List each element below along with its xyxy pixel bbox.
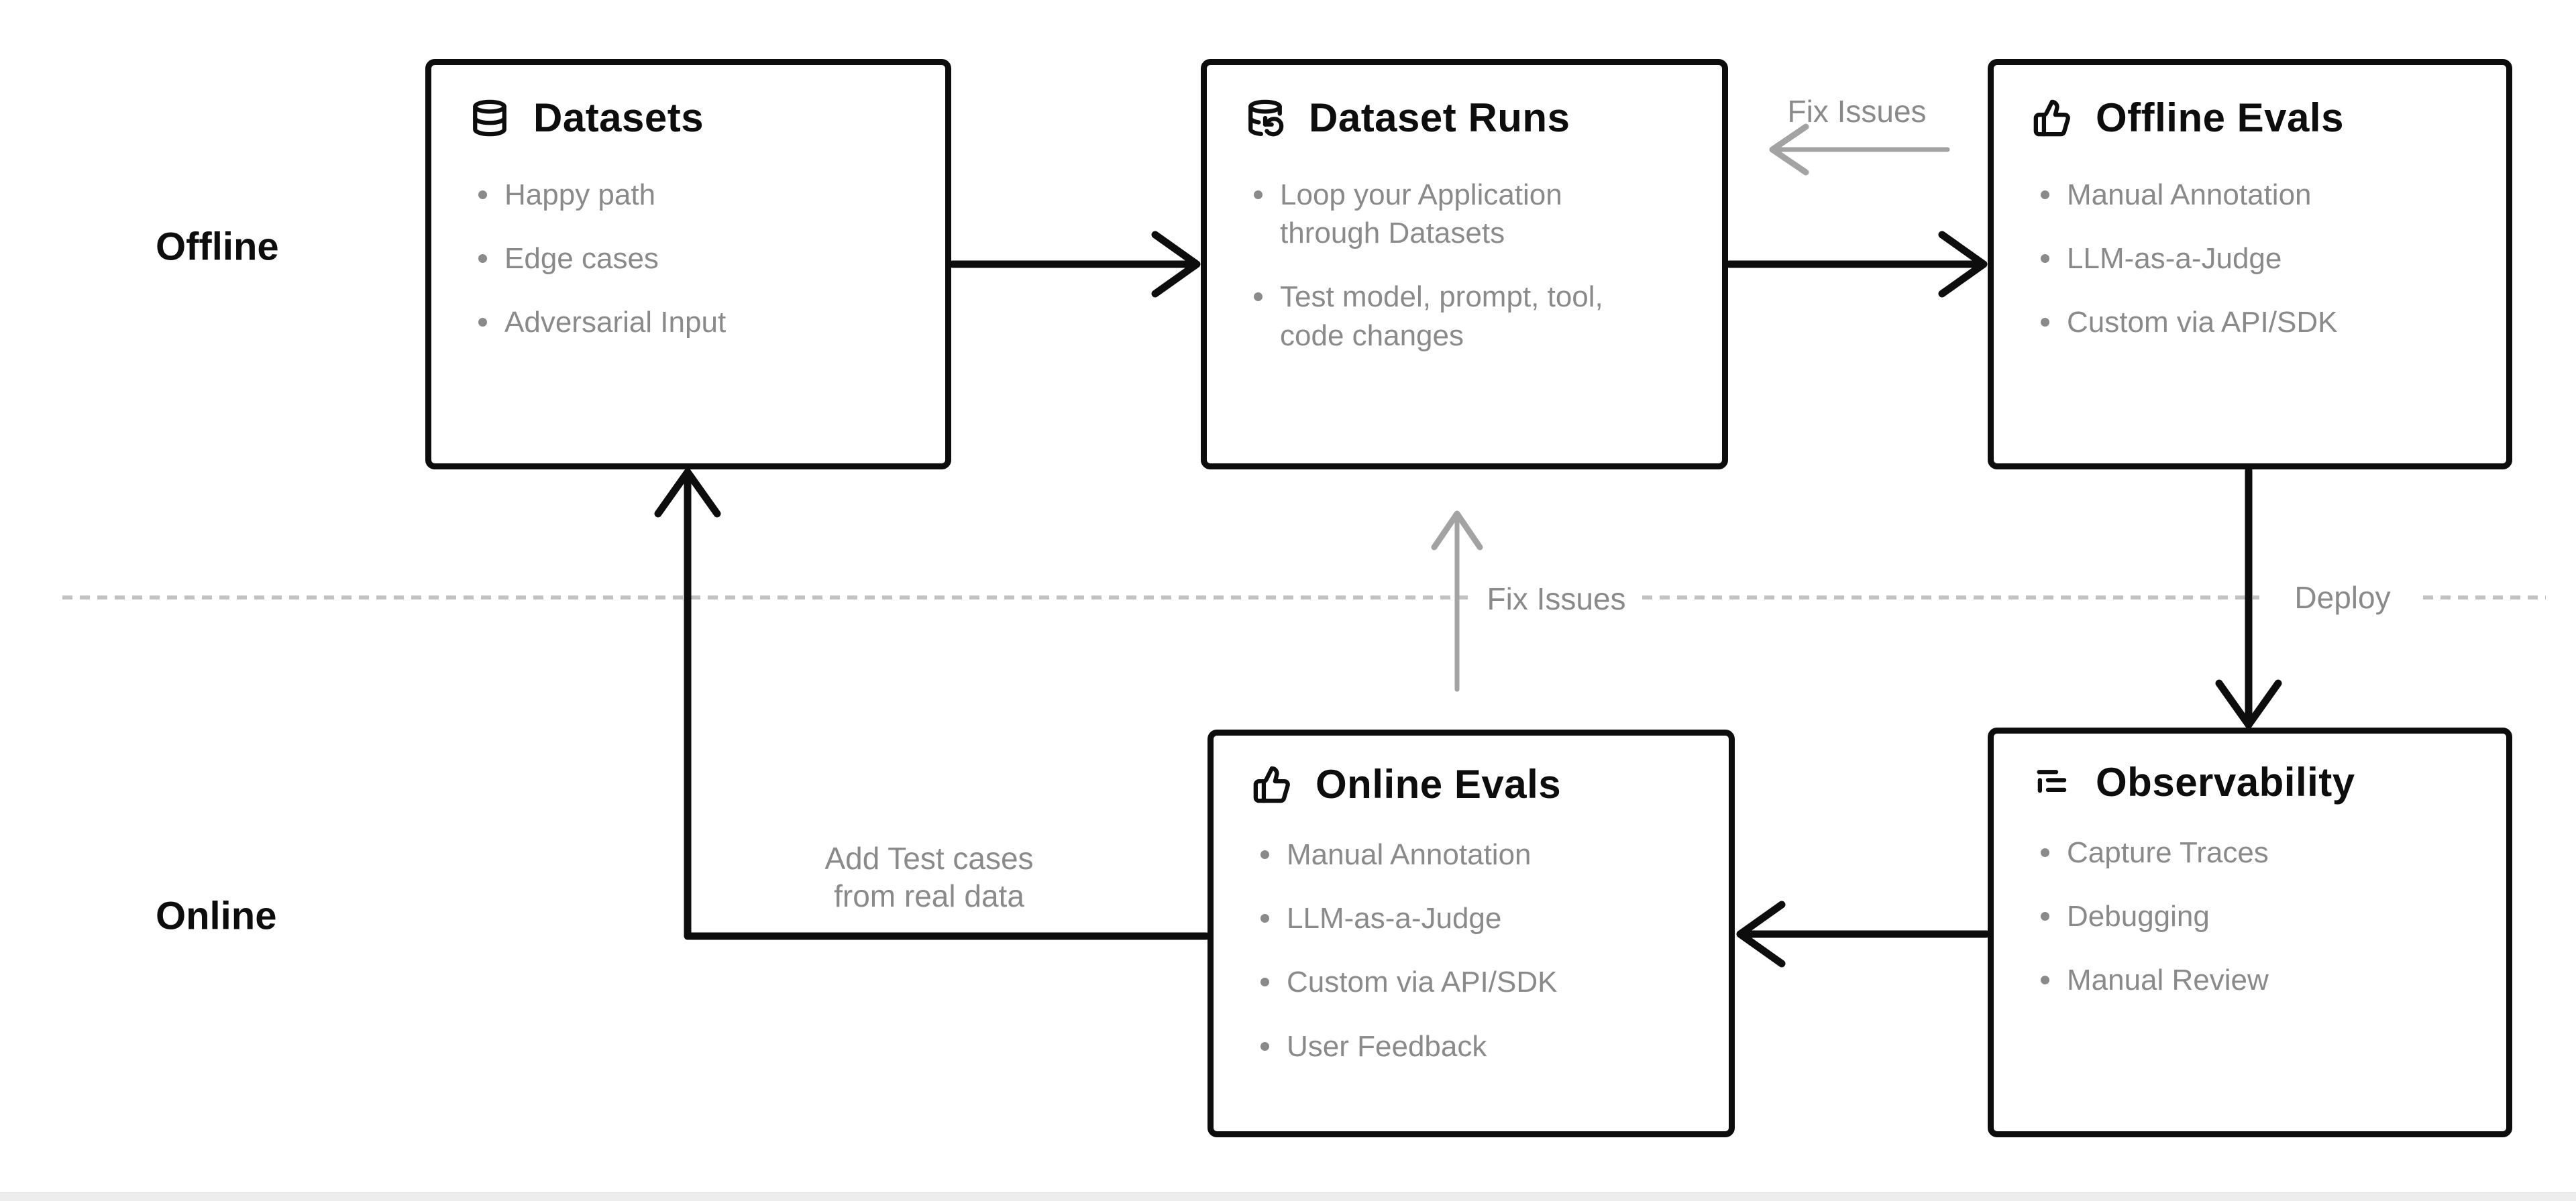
bullet-dot (2041, 976, 2049, 985)
bullet-dot (2041, 190, 2049, 199)
bullet-dot (478, 318, 487, 327)
dataset-runs-list: Loop your Application through Datasets T… (1246, 176, 1683, 355)
dataset-runs-card: Dataset Runs Loop your Application throu… (1201, 59, 1728, 469)
online-section-label: Online (156, 894, 277, 938)
bullet-dot (1260, 978, 1269, 987)
fix-issues-top-label: Fix Issues (1787, 94, 1927, 129)
fix-issues-divider-label: Fix Issues (1487, 581, 1626, 616)
thumbs-up-icon (1252, 765, 1291, 804)
database-backup-icon (1246, 99, 1285, 137)
database-icon (470, 99, 509, 137)
bullet-dot (1254, 292, 1263, 302)
arrow-datasets-to-dataset-runs (949, 231, 1201, 298)
bullet-dot (2041, 912, 2049, 921)
list-item: Capture Traces (2033, 834, 2467, 872)
list-item: Adversarial Input (470, 303, 906, 341)
page-bottom-edge (0, 1192, 2576, 1201)
list-item: Custom via API/SDK (2033, 303, 2467, 341)
add-test-cases-line1: Add Test cases (824, 840, 1034, 876)
list-item: User Feedback (1252, 1027, 1690, 1066)
observability-card: Observability Capture Traces Debugging M… (1988, 728, 2512, 1137)
dataset-runs-title: Dataset Runs (1309, 95, 1570, 140)
bullet-dot (478, 190, 487, 199)
list-item: Custom via API/SDK (1252, 963, 1690, 1001)
bullet-dot (1260, 1041, 1269, 1051)
offline-evals-title: Offline Evals (2096, 95, 2344, 140)
list-item: LLM-as-a-Judge (2033, 239, 2467, 278)
bullet-dot (2041, 848, 2049, 857)
list-item: Happy path (470, 176, 906, 214)
add-test-cases-line2: from real data (834, 878, 1024, 913)
fix-issues-top-arrow (1769, 123, 1950, 176)
offline-evals-card: Offline Evals Manual Annotation LLM-as-a… (1988, 59, 2512, 469)
thumbs-up-icon (2033, 99, 2072, 137)
arrow-online-evals-to-datasets (654, 468, 1210, 940)
fix-issues-up-arrow (1431, 510, 1483, 692)
bullet-dot (1260, 914, 1269, 923)
datasets-title: Datasets (533, 95, 704, 140)
list-item: LLM-as-a-Judge (1252, 899, 1690, 937)
offline-evals-list: Manual Annotation LLM-as-a-Judge Custom … (2033, 176, 2467, 342)
online-evals-list: Manual Annotation LLM-as-a-Judge Custom … (1252, 836, 1690, 1066)
bullet-dot (2041, 254, 2049, 264)
list-item: Loop your Application through Datasets (1246, 176, 1683, 252)
list-item: Manual Review (2033, 961, 2467, 999)
deploy-label: Deploy (2294, 580, 2391, 615)
online-evals-title: Online Evals (1316, 762, 1562, 807)
list-item: Manual Annotation (1252, 836, 1690, 874)
bullet-dot (478, 254, 487, 264)
online-evals-card: Online Evals Manual Annotation LLM-as-a-… (1208, 730, 1735, 1137)
list-item: Test model, prompt, tool, code changes (1246, 278, 1683, 354)
list-item: Debugging (2033, 897, 2467, 935)
bullet-dot (1254, 190, 1263, 199)
offline-section-label: Offline (156, 225, 279, 269)
observability-title: Observability (2096, 760, 2355, 805)
arrow-dataset-runs-to-offline-evals (1725, 231, 1988, 298)
logs-icon (2033, 763, 2072, 802)
datasets-list: Happy path Edge cases Adversarial Input (470, 176, 906, 342)
arrow-offline-evals-to-observability (2215, 467, 2282, 729)
bullet-dot (1260, 850, 1269, 859)
arrow-observability-to-online-evals (1736, 901, 1990, 968)
list-item: Edge cases (470, 239, 906, 278)
bullet-dot (2041, 318, 2049, 327)
add-test-cases-label: Add Test cases from real data (824, 840, 1033, 915)
observability-list: Capture Traces Debugging Manual Review (2033, 834, 2467, 1000)
list-item: Manual Annotation (2033, 176, 2467, 214)
datasets-card: Datasets Happy path Edge cases Adversari… (425, 59, 951, 469)
